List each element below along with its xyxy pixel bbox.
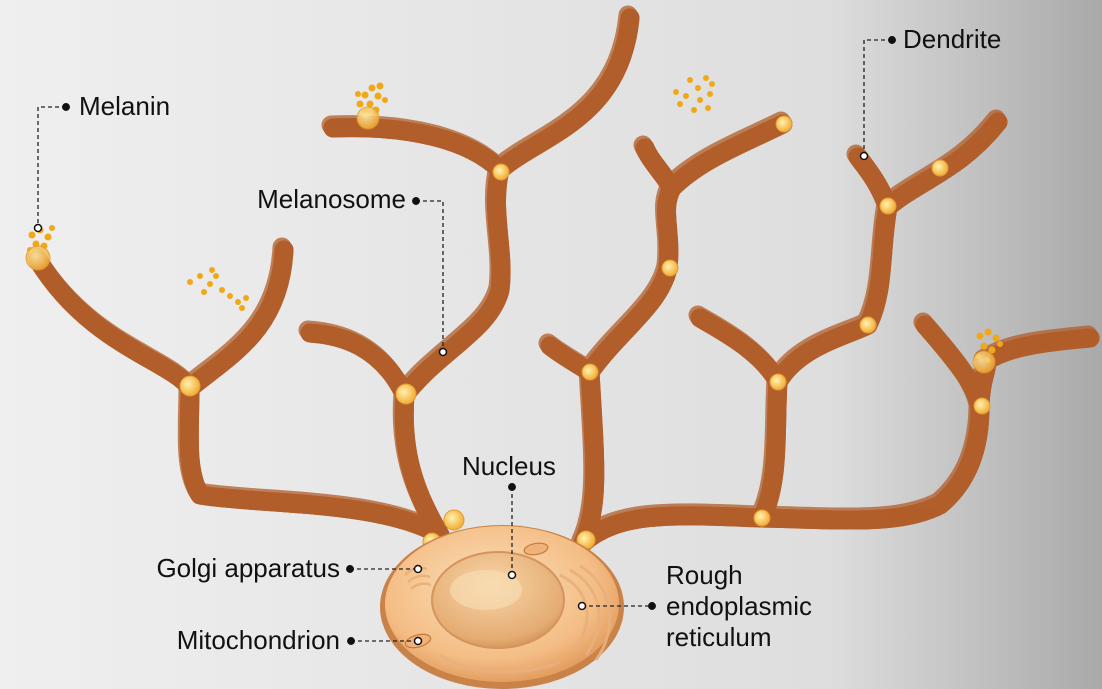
- melanosome: [582, 364, 598, 380]
- nucleus-label: Nucleus: [462, 451, 556, 482]
- melanosome: [754, 510, 770, 526]
- melanosome-label: Melanosome: [236, 184, 406, 215]
- melanosome: [396, 384, 416, 404]
- rer-label: Rough endoplasmic reticulum: [666, 560, 812, 654]
- rer-label-line1: Rough: [666, 560, 812, 591]
- mitochondrion-label: Mitochondrion: [150, 625, 340, 656]
- melanosome: [974, 398, 990, 414]
- melanosome: [880, 198, 896, 214]
- melanosome: [180, 376, 200, 396]
- melanin-label: Melanin: [79, 91, 170, 122]
- rer-label-line2: endoplasmic: [666, 591, 812, 622]
- melanosome: [770, 374, 786, 390]
- melanosome: [26, 246, 50, 270]
- melanosome: [860, 317, 876, 333]
- rer-label-line3: reticulum: [666, 622, 812, 653]
- melanosome: [662, 260, 678, 276]
- melanosome: [444, 510, 464, 530]
- melanosome: [357, 107, 379, 129]
- melanosome: [973, 351, 995, 373]
- golgi-label: Golgi apparatus: [128, 553, 340, 584]
- melanosome: [932, 160, 948, 176]
- cell-body: [380, 525, 624, 689]
- dendrite-label: Dendrite: [903, 24, 1001, 55]
- melanosome: [493, 164, 509, 180]
- melanosome: [776, 116, 792, 132]
